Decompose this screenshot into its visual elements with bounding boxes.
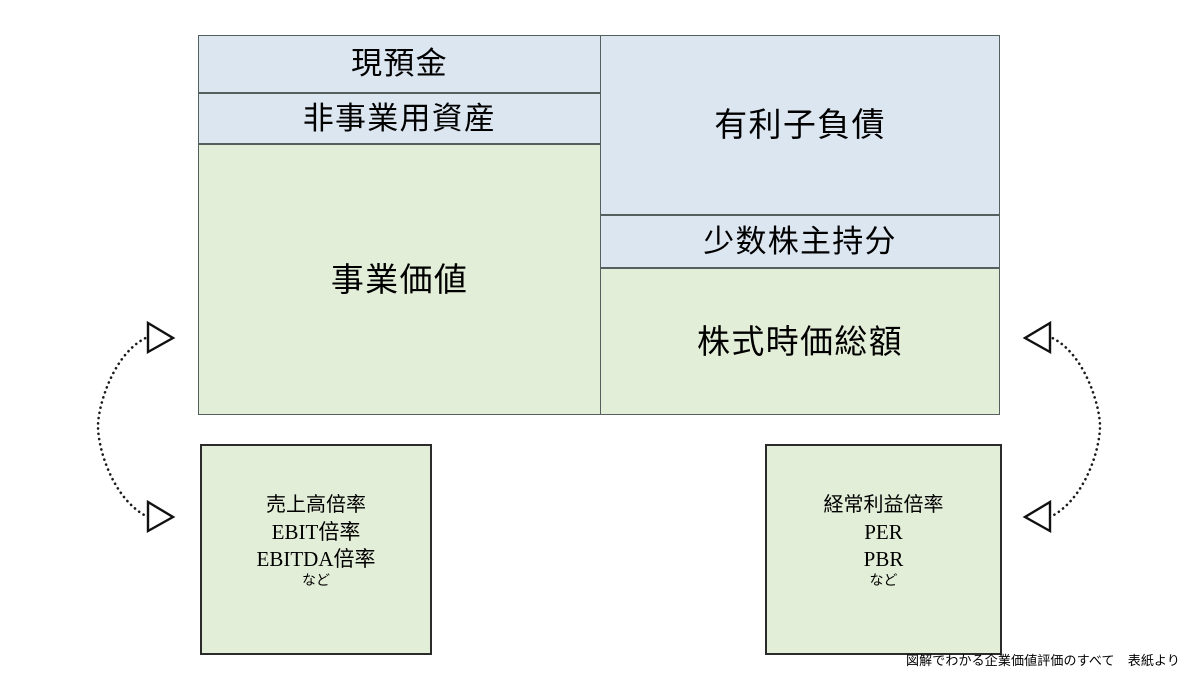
multiples-box-enterprise-lines: 売上高倍率 EBIT倍率 EBITDA倍率 など (257, 492, 376, 589)
left-link-arrowhead-top-icon (146, 320, 176, 355)
multiple-ordinary-income-ratio: 経常利益倍率 (823, 494, 944, 517)
cell-non-operating-assets: 非事業用資産 (198, 93, 601, 144)
multiple-pbr: PBR (863, 547, 904, 572)
multiple-etc-left: など (302, 572, 330, 589)
multiple-etc-right: など (869, 572, 898, 589)
cell-market-capitalization-label: 株式時価総額 (697, 322, 903, 360)
cell-interest-bearing-debt-label: 有利子負債 (714, 106, 886, 144)
left-link-arrowhead-bottom-icon (146, 499, 176, 534)
right-link-arrow (1022, 320, 1102, 534)
cell-minority-interests-label: 少数株主持分 (703, 223, 897, 259)
left-link-arrow-curve (96, 334, 152, 520)
cell-cash-and-deposits: 現預金 (198, 35, 601, 93)
multiple-per: PER (864, 519, 903, 544)
cell-interest-bearing-debt: 有利子負債 (600, 35, 1000, 215)
source-caption: 図解でわかる企業価値評価のすべて 表紙より (906, 653, 1181, 668)
left-link-arrow (96, 320, 176, 534)
cell-cash-and-deposits-label: 現預金 (351, 46, 448, 82)
cell-minority-interests: 少数株主持分 (600, 215, 1000, 268)
multiple-ebitda-ratio: EBITDA倍率 (256, 547, 376, 572)
cell-business-value-label: 事業価値 (330, 260, 469, 298)
multiples-box-equity-lines: 経常利益倍率 PER PBR など (824, 492, 944, 589)
multiples-box-enterprise: 売上高倍率 EBIT倍率 EBITDA倍率 など (200, 444, 432, 655)
multiple-sales-ratio: 売上高倍率 (266, 494, 366, 517)
multiples-box-equity: 経常利益倍率 PER PBR など (765, 444, 1002, 655)
right-link-arrowhead-top-icon (1022, 320, 1052, 355)
cell-business-value: 事業価値 (198, 144, 601, 415)
right-link-arrowhead-bottom-icon (1022, 499, 1052, 534)
cell-market-capitalization: 株式時価総額 (600, 268, 1000, 415)
multiple-ebit-ratio: EBIT倍率 (271, 519, 361, 544)
right-link-arrow-curve (1046, 334, 1102, 520)
balance-sheet-table: 現預金 非事業用資産 事業価値 有利子負債 少数株主持分 株式時価総額 (198, 35, 1000, 415)
cell-non-operating-assets-label: 非事業用資産 (302, 100, 497, 136)
